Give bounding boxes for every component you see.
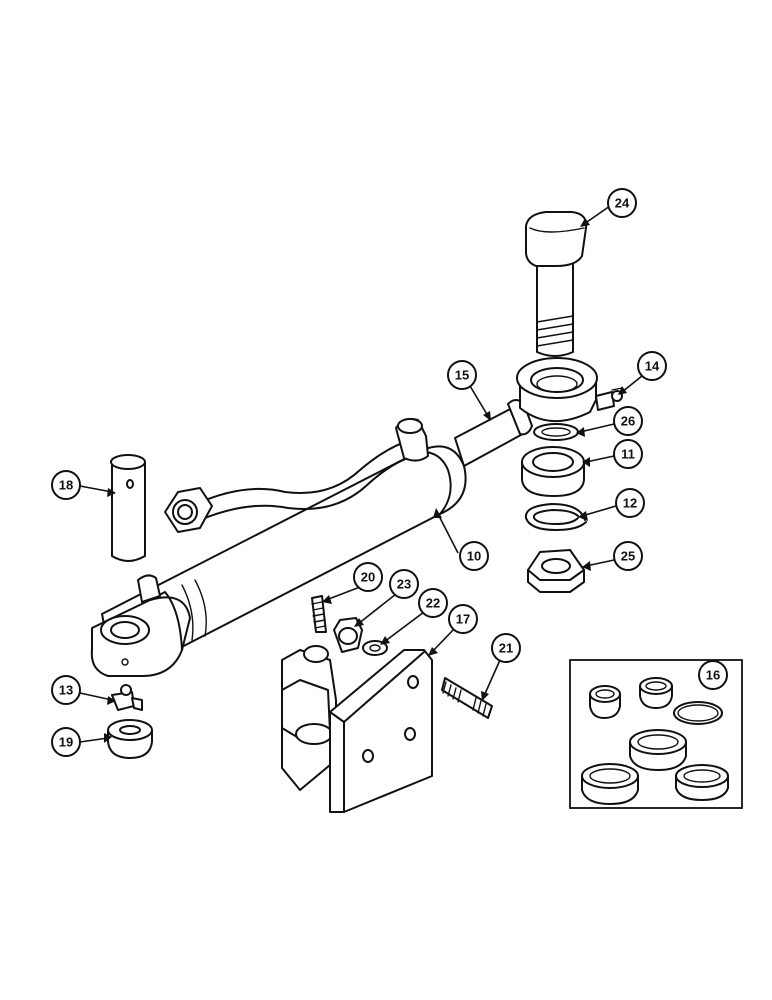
- snap-ring: [524, 503, 587, 531]
- callout-17: 17: [428, 604, 478, 656]
- callout-20: 20: [322, 562, 383, 604]
- callout-22: 22: [380, 588, 448, 645]
- callout-14: 14: [618, 351, 667, 395]
- callout-label-26: 26: [621, 414, 635, 429]
- callout-label-25: 25: [621, 549, 635, 564]
- callout-label-11: 11: [621, 447, 635, 462]
- callout-21: 21: [481, 633, 521, 701]
- nut-25: [527, 549, 585, 593]
- callout-label-14: 14: [645, 359, 660, 374]
- callout-10: 10: [433, 508, 489, 571]
- callout-label-15: 15: [455, 368, 469, 383]
- seal-26: [533, 423, 579, 441]
- callout-label-17: 17: [456, 612, 470, 627]
- callout-24: 24: [580, 188, 637, 227]
- callout-26: 26: [576, 406, 643, 437]
- set-screw: [311, 595, 327, 633]
- callout-label-12: 12: [623, 496, 637, 511]
- callout-label-13: 13: [59, 683, 73, 698]
- callout-label-23: 23: [397, 577, 411, 592]
- grease-nipple-right: [595, 387, 623, 411]
- bolt: [525, 211, 588, 357]
- callout-label-22: 22: [426, 596, 440, 611]
- callout-12: 12: [578, 488, 645, 521]
- stud: [441, 677, 493, 719]
- callout-13: 13: [51, 675, 116, 705]
- callout-label-18: 18: [59, 478, 73, 493]
- callout-label-24: 24: [615, 196, 630, 211]
- callout-label-10: 10: [467, 549, 481, 564]
- grease-nipple-left: [111, 684, 143, 711]
- mounting-bracket: [281, 645, 433, 813]
- spacer-19: [107, 719, 153, 759]
- piston-rod: [454, 399, 533, 467]
- bushing-11: [521, 446, 585, 497]
- pin: [110, 454, 146, 562]
- callout-label-20: 20: [361, 570, 375, 585]
- callout-label-19: 19: [59, 735, 73, 750]
- lock-washer: [362, 640, 388, 656]
- callout-16: 16: [698, 660, 728, 690]
- callout-23: 23: [354, 569, 419, 627]
- callout-19: 19: [51, 727, 112, 757]
- hydraulic-pipe: [164, 418, 429, 533]
- callout-25: 25: [582, 541, 643, 571]
- callout-label-16: 16: [706, 668, 720, 683]
- cylinder-body: [90, 445, 467, 677]
- rod-eye: [516, 357, 598, 423]
- callout-label-21: 21: [499, 641, 513, 656]
- callout-11: 11: [582, 439, 643, 469]
- callout-15: 15: [447, 360, 491, 421]
- callout-18: 18: [51, 470, 116, 500]
